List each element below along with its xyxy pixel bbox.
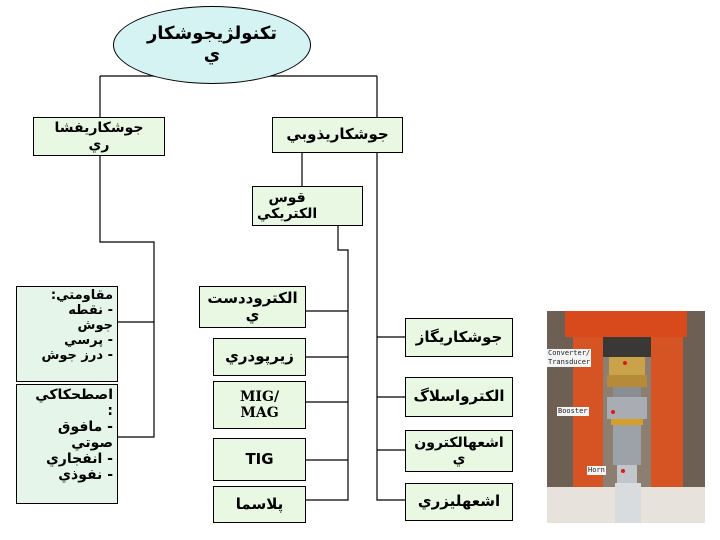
connector-pressure-down: [99, 156, 155, 438]
arc-item-tig: TIG: [213, 438, 306, 481]
ultrasonic-welder-image: [547, 311, 705, 523]
fusion-item-electroslag: الكترواسلاگ: [405, 377, 513, 417]
root-node: تكنولژيجوشكار ي: [113, 6, 311, 84]
arc-item-plasma: پلاسما: [213, 486, 306, 523]
fusion-item-laser: اشعهليزري: [405, 483, 513, 521]
fusion-item-electron-beam: اشعهالكترون ي: [405, 430, 513, 472]
ultrasonic-welder-photo: Converter/ Transducer Booster Horn: [547, 311, 705, 523]
pressure-welding-box: جوشكاريفشا ري: [33, 117, 165, 156]
electric-arc-box: قوس الكتريكي: [252, 186, 363, 226]
arc-item-electrode: الكتروددست ي: [199, 286, 306, 328]
connector-arc-down: [306, 226, 349, 501]
arc-item-mig-mag: MIG/ MAG: [213, 381, 306, 429]
photo-label-horn: Horn: [587, 466, 606, 475]
resistance-welding-box: مقاومتي: - نقطه جوش - پرسي - درز جوش: [16, 286, 118, 382]
friction-welding-box: اصطحكاكي : - مافوق صوتي - انفجاري - نفوذ…: [16, 384, 118, 504]
connector-fusion-right: [376, 152, 405, 501]
photo-label-booster: Booster: [557, 407, 589, 416]
arc-item-submerged: زيرپودري: [213, 338, 306, 376]
photo-label-converter: Converter/ Transducer: [547, 349, 592, 367]
fusion-item-gas: جوشكاريگاز: [405, 318, 513, 357]
fusion-welding-box: جوشكاريذوبي: [272, 117, 403, 153]
